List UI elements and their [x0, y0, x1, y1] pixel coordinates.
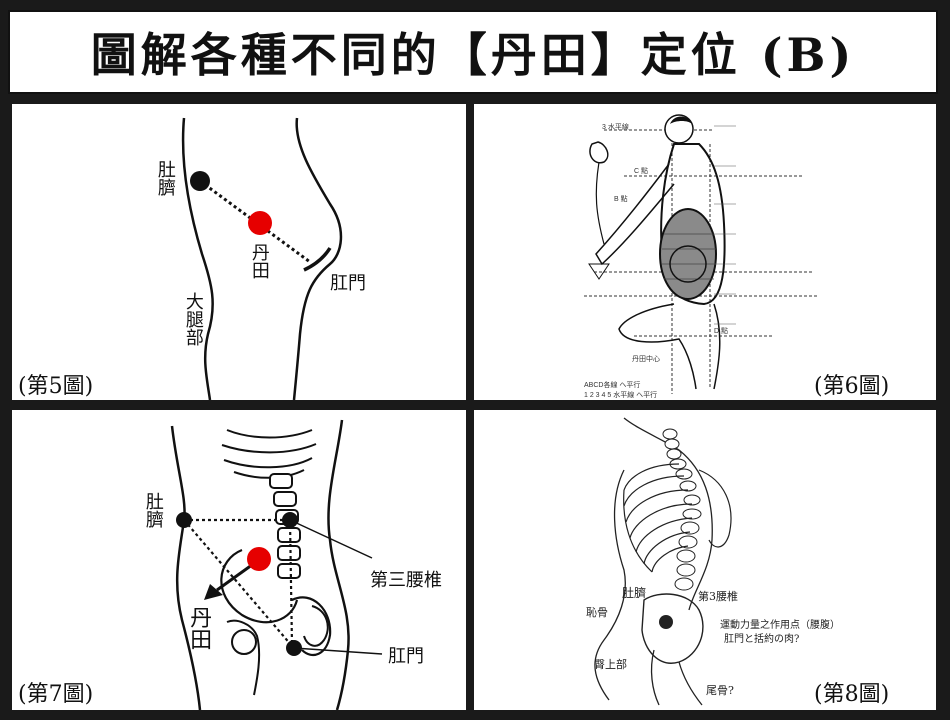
body-front-outline: [170, 425, 202, 710]
anus-mark: [303, 247, 332, 272]
figure-7-drawing: [170, 419, 383, 710]
body-back-outline: [327, 419, 350, 710]
navel-point: [190, 171, 210, 191]
figure-5-panel: 肚臍 丹田 肛門 大腿部 (第5圖): [12, 104, 466, 400]
fist: [589, 141, 609, 164]
note-label: 運動力量之作用点（腰腹）: [720, 620, 840, 631]
lumbar-point: [282, 512, 298, 528]
navel-label: 肚臍: [155, 160, 176, 196]
anus-label: 肛門: [388, 646, 424, 666]
lumbar-label: 第三腰椎: [370, 570, 442, 590]
figure-8-panel: 肚臍 第3腰椎 運動力量之作用点（腰腹） 肛門と括約の肉? 恥骨 臀上部 尾骨?…: [474, 410, 936, 710]
lumbar-pointer: [289, 519, 373, 559]
dantian-point: [248, 211, 272, 235]
horizontal-line-label: 3 水平線: [602, 124, 629, 131]
figure-6-panel: 3 水平線 C 點 B 點 D 點 丹田中心 ABCD各線 ヘ平行 1 2 3 …: [474, 104, 936, 400]
body-outline: [594, 417, 713, 701]
femur-head: [226, 619, 261, 696]
figure-7-panel: 肚臍 丹田 第三腰椎 肛門 (第7圖): [12, 410, 466, 710]
thigh-label: 大腿部: [183, 292, 204, 346]
body-front-outline: [181, 117, 214, 400]
dantian-arrow-head: [204, 584, 223, 600]
dantian-arrow-shaft: [216, 560, 257, 592]
figure-8-drawing: [594, 417, 732, 706]
figure-7-caption: (第7圖): [18, 682, 94, 707]
body-back-outline: [292, 117, 343, 400]
navel-label: 肚臍: [622, 586, 647, 600]
legs-outline: [618, 303, 721, 390]
d-point-label: D 點: [714, 328, 728, 335]
c-point-label: C 點: [634, 168, 648, 175]
navel-point: [176, 512, 192, 528]
dantian-label: 丹田: [187, 606, 213, 650]
figure-5-caption: (第5圖): [18, 374, 94, 399]
navel-label: 肚臍: [143, 492, 164, 528]
rib-cage: [221, 429, 317, 479]
bottom-label: 尾骨?: [706, 684, 734, 697]
b-point-label: B 點: [614, 196, 628, 203]
anus-point: [286, 640, 302, 656]
figure-8-caption: (第8圖): [814, 682, 890, 707]
bottom-note-2: 1 2 3 4 5 水平線 ヘ平行: [584, 392, 658, 399]
bottom-note-1: ABCD各線 ヘ平行: [584, 382, 641, 389]
figure-6-drawing: [584, 114, 819, 394]
figure-6-caption: (第6圖): [814, 374, 890, 399]
page-title: 圖解各種不同的【丹田】定位 (B): [90, 28, 856, 82]
figure-5-drawing: [181, 117, 343, 400]
shoulder-blade: [698, 469, 732, 548]
anus-pointer: [293, 647, 383, 655]
pubic-label: 恥骨: [586, 606, 608, 619]
abdomen-oval: [659, 208, 717, 300]
rib-cage: [623, 463, 693, 573]
pelvis: [641, 593, 704, 664]
hip-label: 臀上部: [594, 658, 627, 671]
dantian-point: [247, 547, 271, 571]
pelvis: [220, 548, 332, 657]
arm-outline: [595, 163, 675, 266]
dantian-label: 丹田: [249, 243, 270, 279]
title-banner: 圖解各種不同的【丹田】定位 (B): [8, 10, 938, 94]
lumbar-label: 第3腰椎: [698, 590, 738, 603]
dantian-center-label: 丹田中心: [632, 356, 660, 363]
anus-label: 肛門: [330, 273, 366, 293]
note2-label: 肛門と括約の肉?: [724, 634, 800, 645]
torso-outline: [660, 143, 726, 306]
dantian-center-circle: [669, 245, 707, 283]
spine: [662, 428, 702, 591]
